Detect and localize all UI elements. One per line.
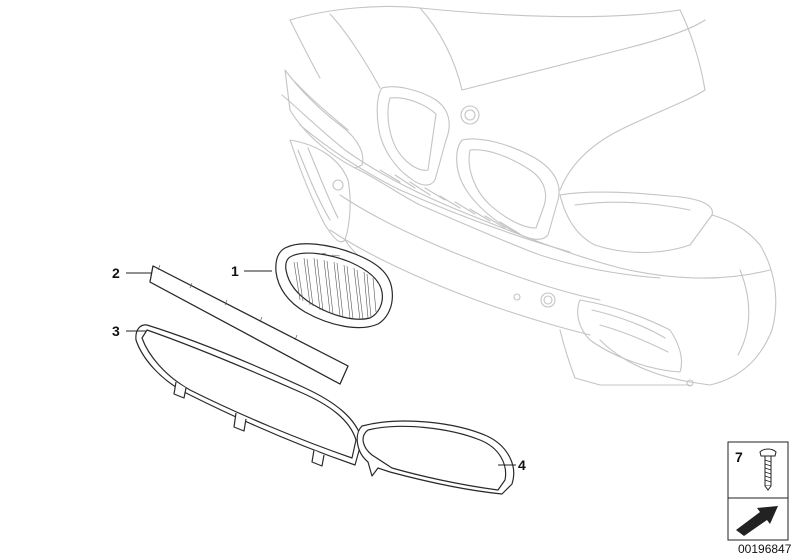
callout-4-label: 4 [518,457,526,473]
lower-center-grille-part [135,324,363,467]
callout-2-label: 2 [112,265,120,281]
vehicle-front-outline [281,5,777,387]
hardware-inset: 7 [727,441,789,499]
callout-1-label: 1 [231,263,239,279]
callout-7-label: 7 [735,449,743,465]
document-number: 00196847 [738,542,792,556]
arrow-inset [727,497,789,541]
corner-arrow-icon [736,506,778,536]
callout-1: 1 [231,263,272,279]
side-grille-part [356,420,515,495]
callout-4: 4 [498,457,526,473]
callout-2: 2 [112,265,152,281]
callout-3-label: 3 [112,323,120,339]
kidney-grille-part [275,243,393,329]
screw-icon [759,448,777,491]
callout-3: 3 [112,323,146,339]
